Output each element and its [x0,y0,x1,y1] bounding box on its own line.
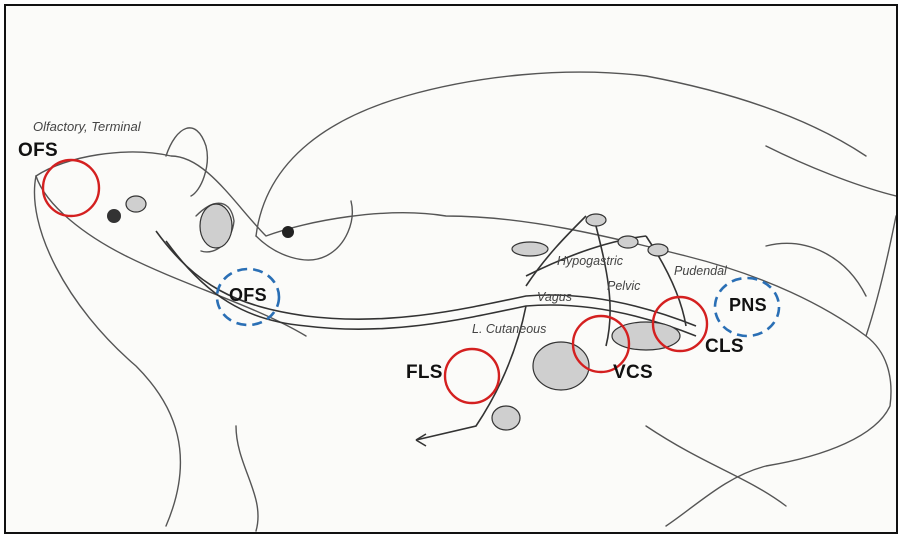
cls-label: CLS [705,336,744,358]
brain-node [126,196,146,212]
ofs-nose-circle [43,160,99,216]
upper-rat-tail [766,146,896,196]
rat-body-outline [36,152,891,526]
fls-circle [445,349,499,403]
olfactory-terminal-label: Olfactory, Terminal [33,119,141,134]
ofs-brain-label: OFS [229,285,267,306]
pudendal-label: Pudendal [674,264,727,278]
pns-label: PNS [729,295,767,316]
vcs-label: VCS [613,362,653,384]
upper-rat-back [256,72,866,236]
brain-lobe [200,204,232,248]
pelvic-label: Pelvic [607,279,640,293]
organ-abdomen [533,342,589,390]
rat-anatomy-sketch [6,6,898,534]
rat-eye [282,226,294,238]
ganglion-3 [618,236,638,248]
figure-frame: Olfactory, Terminal OFS OFS FLS VCS CLS … [4,4,898,534]
rat-belly-outline [34,176,180,526]
hypogastric-label: Hypogastric [557,254,623,268]
l-cutaneous-label: L. Cutaneous [472,322,546,336]
lower-rat-eye [107,209,121,223]
ganglion-1 [512,242,548,256]
ganglion-4 [648,244,668,256]
ganglion-2 [586,214,606,226]
ofs-nose-label: OFS [18,140,58,162]
upper-rat-head [256,201,352,260]
organ-lower [492,406,520,430]
rat-front-leg [236,426,258,531]
vagus-label: Vagus [537,290,572,304]
fls-label: FLS [406,362,443,384]
cutaneous-arrow-head [416,434,426,446]
rat-tail [866,216,896,336]
rat-ear [166,128,207,196]
